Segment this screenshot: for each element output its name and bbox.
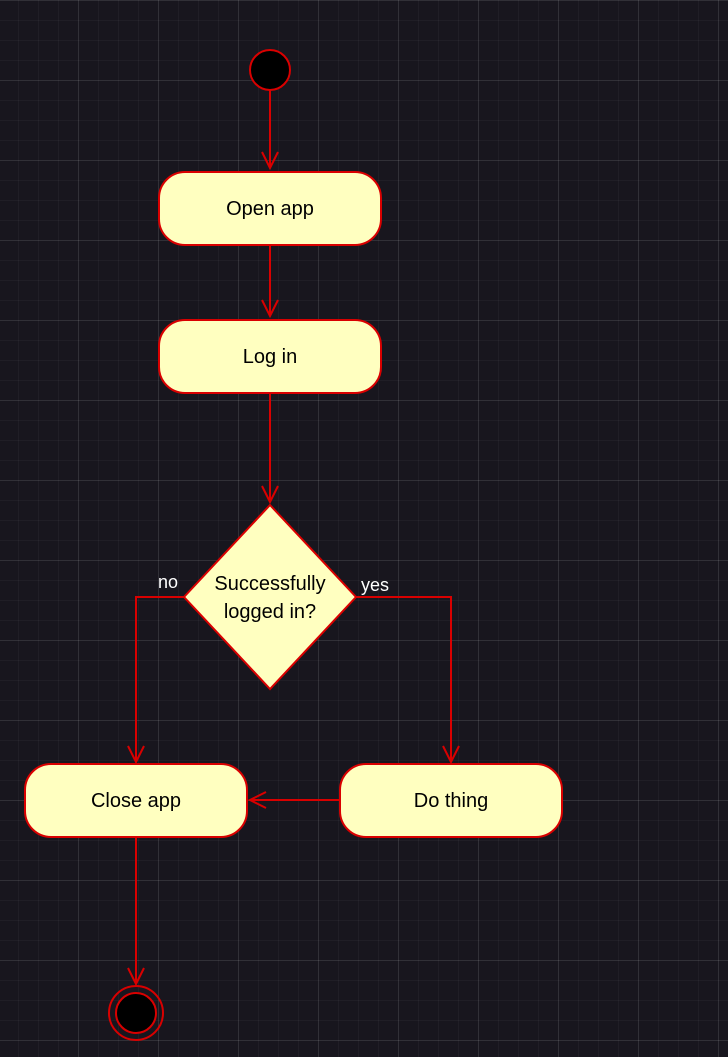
decision-node[interactable]: Successfully logged in? (182, 503, 358, 691)
edge-no-to-close (135, 596, 184, 762)
node-log-in[interactable]: Log in (158, 319, 382, 394)
edge-yes-to-dothing (356, 596, 452, 762)
node-open-app[interactable]: Open app (158, 171, 382, 246)
node-do-thing[interactable]: Do thing (339, 763, 563, 838)
arrowhead-dothing (442, 745, 460, 765)
edge-label-no: no (158, 572, 178, 592)
start-node[interactable] (249, 49, 291, 91)
decision-label-line1: Successfully (214, 573, 325, 595)
edge-label-yes: yes (361, 575, 389, 595)
arrowhead-login (261, 299, 279, 319)
end-node[interactable] (108, 985, 164, 1041)
arrowhead-close (127, 745, 145, 765)
node-close-app-label: Close app (91, 790, 181, 812)
arrowhead-decision (261, 485, 279, 505)
arrowhead-close-side (247, 791, 267, 809)
node-log-in-label: Log in (243, 346, 298, 368)
arrowhead-open (261, 151, 279, 171)
node-open-app-label: Open app (226, 198, 314, 220)
node-do-thing-label: Do thing (414, 790, 489, 812)
node-close-app[interactable]: Close app (24, 763, 248, 838)
arrowhead-end (127, 967, 145, 987)
decision-label-line2: logged in? (224, 601, 316, 623)
